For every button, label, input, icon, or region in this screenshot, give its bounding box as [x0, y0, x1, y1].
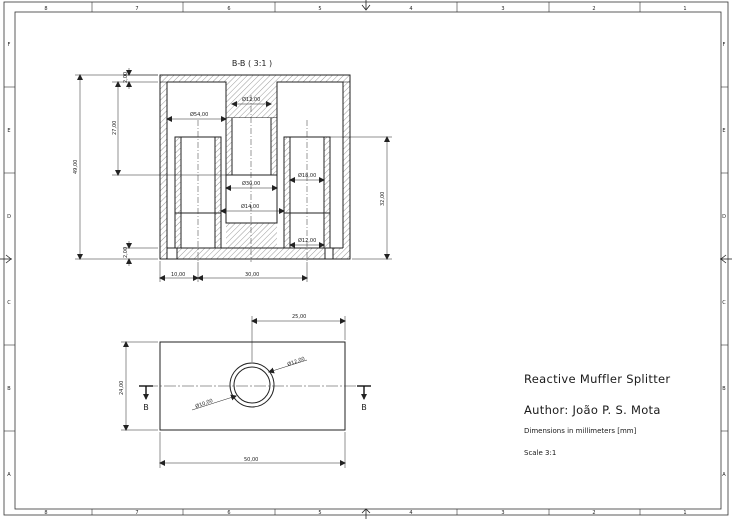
section-label: B-B ( 3:1 ) — [232, 59, 272, 68]
zone-top-7: 7 — [135, 6, 138, 12]
zone-bottom-7: 7 — [135, 510, 138, 516]
zone-top-8: 8 — [44, 6, 47, 12]
zone-left-E: E — [7, 128, 10, 134]
zone-bottom-1: 1 — [683, 510, 686, 516]
plan-dimension-texts: 25,00 Ø12,00 Ø10,00 24,00 50,00 — [119, 314, 306, 463]
cut-label-left: B — [143, 403, 149, 412]
zone-bottom-4: 4 — [409, 510, 412, 516]
zone-bottom-2: 2 — [592, 510, 595, 516]
zone-top-5: 5 — [318, 6, 321, 12]
zone-left-D: D — [7, 214, 11, 220]
dim-d18: Ø18,00 — [298, 172, 316, 179]
zone-top-2: 2 — [592, 6, 595, 12]
zone-right-E: E — [722, 128, 725, 134]
zone-left-F: F — [8, 42, 11, 48]
drawing-title: Reactive Muffler Splitter — [524, 372, 671, 386]
section-centerlines — [197, 95, 308, 262]
zone-right-A: A — [722, 472, 726, 478]
dim-d30: Ø30,00 — [242, 180, 260, 187]
zone-left-A: A — [7, 472, 11, 478]
dim-d12-top: Ø12,00 — [242, 96, 260, 103]
zone-right-F: F — [723, 42, 726, 48]
dim-depth-27: 27,00 — [112, 121, 118, 135]
zone-left-B: B — [7, 386, 11, 392]
plan-inner-circle — [233, 366, 271, 404]
zone-ticks — [4, 2, 728, 515]
zone-labels-left: F E D C B A — [7, 42, 11, 478]
dimensions-note: Dimensions in millimeters [mm] — [524, 427, 637, 435]
cut-arrow-left — [139, 385, 153, 400]
zone-bottom-6: 6 — [227, 510, 230, 516]
zone-labels-bottom: 8 7 6 5 4 3 2 1 — [44, 510, 686, 516]
plan-view: B B 25,00 Ø12,00 Ø10,00 24,00 50,00 — [119, 314, 371, 468]
zone-top-1: 1 — [683, 6, 686, 12]
outer-border — [3, 1, 729, 516]
zone-labels-right: F E D C B A — [722, 42, 726, 478]
zone-right-C: C — [722, 300, 726, 306]
centering-arrow-bottom — [361, 508, 371, 519]
zone-bottom-3: 3 — [501, 510, 504, 516]
inner-border — [14, 11, 722, 510]
cut-label-right: B — [361, 403, 367, 412]
zone-labels-top: 8 7 6 5 4 3 2 1 — [44, 6, 686, 12]
dim-h24: 24,00 — [119, 381, 125, 395]
dim-w10: 10,00 — [171, 272, 185, 278]
section-dimension-lines — [75, 68, 392, 282]
dim-d12-bottom: Ø12,00 — [298, 237, 316, 244]
dim-w50: 50,00 — [244, 457, 258, 463]
cut-arrow-right — [357, 385, 371, 400]
scale-note: Scale 3:1 — [524, 449, 557, 457]
zone-right-B: B — [722, 386, 726, 392]
dim-d14: Ø14,00 — [241, 203, 259, 210]
tube-wall-hatch — [175, 118, 330, 248]
zone-top-6: 6 — [227, 6, 230, 12]
dim-overall-49: 49,00 — [73, 160, 79, 174]
section-hatch — [160, 75, 350, 259]
dim-d54: Ø54,00 — [190, 111, 208, 118]
section-view: 2,00 27,00 49,00 2,00 Ø54,00 Ø12,00 Ø30,… — [73, 68, 392, 282]
centering-arrow-top — [361, 0, 371, 11]
drawing-author: Author: João P. S. Mota — [524, 403, 661, 417]
plan-outer-circle — [229, 362, 275, 408]
dim-bottom-wall: 2,00 — [123, 247, 129, 258]
dim-plan-d12: Ø12,00 — [286, 355, 306, 368]
section-outlines — [159, 74, 351, 260]
dim-plan-d10: Ø10,00 — [194, 397, 214, 410]
dim-top-wall: 2,00 — [123, 72, 129, 83]
centering-arrow-right — [720, 254, 732, 264]
section-dimension-texts: 2,00 27,00 49,00 2,00 Ø54,00 Ø12,00 Ø30,… — [73, 72, 386, 278]
dim-w25: 25,00 — [292, 314, 306, 320]
dim-h32: 32,00 — [380, 192, 386, 206]
zone-bottom-5: 5 — [318, 510, 321, 516]
zone-left-C: C — [7, 300, 11, 306]
dim-w30: 30,00 — [245, 272, 259, 278]
centering-arrow-left — [0, 254, 12, 264]
zone-top-3: 3 — [501, 6, 504, 12]
zone-top-4: 4 — [409, 6, 412, 12]
plan-dimension-lines — [121, 316, 346, 468]
zone-right-D: D — [722, 214, 726, 220]
zone-bottom-8: 8 — [44, 510, 47, 516]
